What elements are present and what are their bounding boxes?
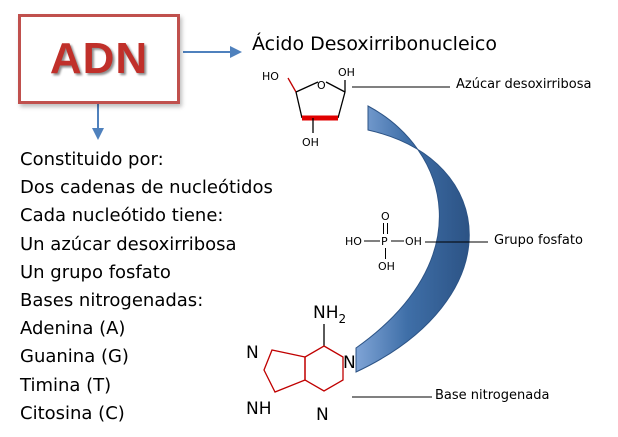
phosphate-callout-label: Grupo fosfato <box>494 233 583 248</box>
list-item: Bases nitrogenadas: <box>20 289 204 311</box>
adenine-structure: NH2 N N NH N <box>246 303 356 425</box>
sugar-oh-right-label: OH <box>338 66 355 79</box>
list-item: Timina (T) <box>20 374 112 396</box>
list-item: Un azúcar desoxirribosa <box>20 233 237 255</box>
sugar-oh-bottom-label: OH <box>302 136 319 149</box>
title-label: ADN <box>49 34 149 83</box>
list-item: Dos cadenas de nucleótidos <box>20 177 273 199</box>
sugar-callout-label: Azúcar desoxirribosa <box>456 77 592 92</box>
list-item: Guanina (G) <box>20 346 129 368</box>
base-nh-label: NH <box>246 399 272 419</box>
sugar-oxygen-label: O <box>317 79 326 92</box>
curved-band <box>355 105 470 373</box>
full-name-label: Ácido Desoxirribonucleico <box>252 33 497 55</box>
phosphate-structure: O HO P OH OH <box>345 210 422 273</box>
base-n-right: N <box>343 353 356 373</box>
title-box: ADN <box>18 14 180 104</box>
base-n-bottom: N <box>316 405 329 425</box>
phosphate-oh-right: OH <box>405 235 422 248</box>
base-n-left: N <box>246 343 259 363</box>
base-nh2-label: NH2 <box>313 303 346 326</box>
phosphate-ho-left: HO <box>345 235 362 248</box>
composition-list: Constituido por: Dos cadenas de nucleóti… <box>20 146 273 428</box>
phosphate-o-top: O <box>381 210 390 223</box>
composition-heading: Constituido por: <box>20 149 164 170</box>
list-item: Citosina (C) <box>20 402 125 424</box>
base-callout-label: Base nitrogenada <box>435 388 550 403</box>
list-item: Un grupo fosfato <box>20 261 171 283</box>
phosphate-oh-bottom: OH <box>378 260 395 273</box>
sugar-ho-label: HO <box>262 70 279 83</box>
arrow-right <box>183 46 242 58</box>
list-item: Cada nucleótido tiene: <box>20 205 224 227</box>
deoxyribose-structure: HO O OH OH <box>262 66 355 149</box>
list-item: Adenina (A) <box>20 318 126 340</box>
phosphate-p: P <box>381 235 388 248</box>
